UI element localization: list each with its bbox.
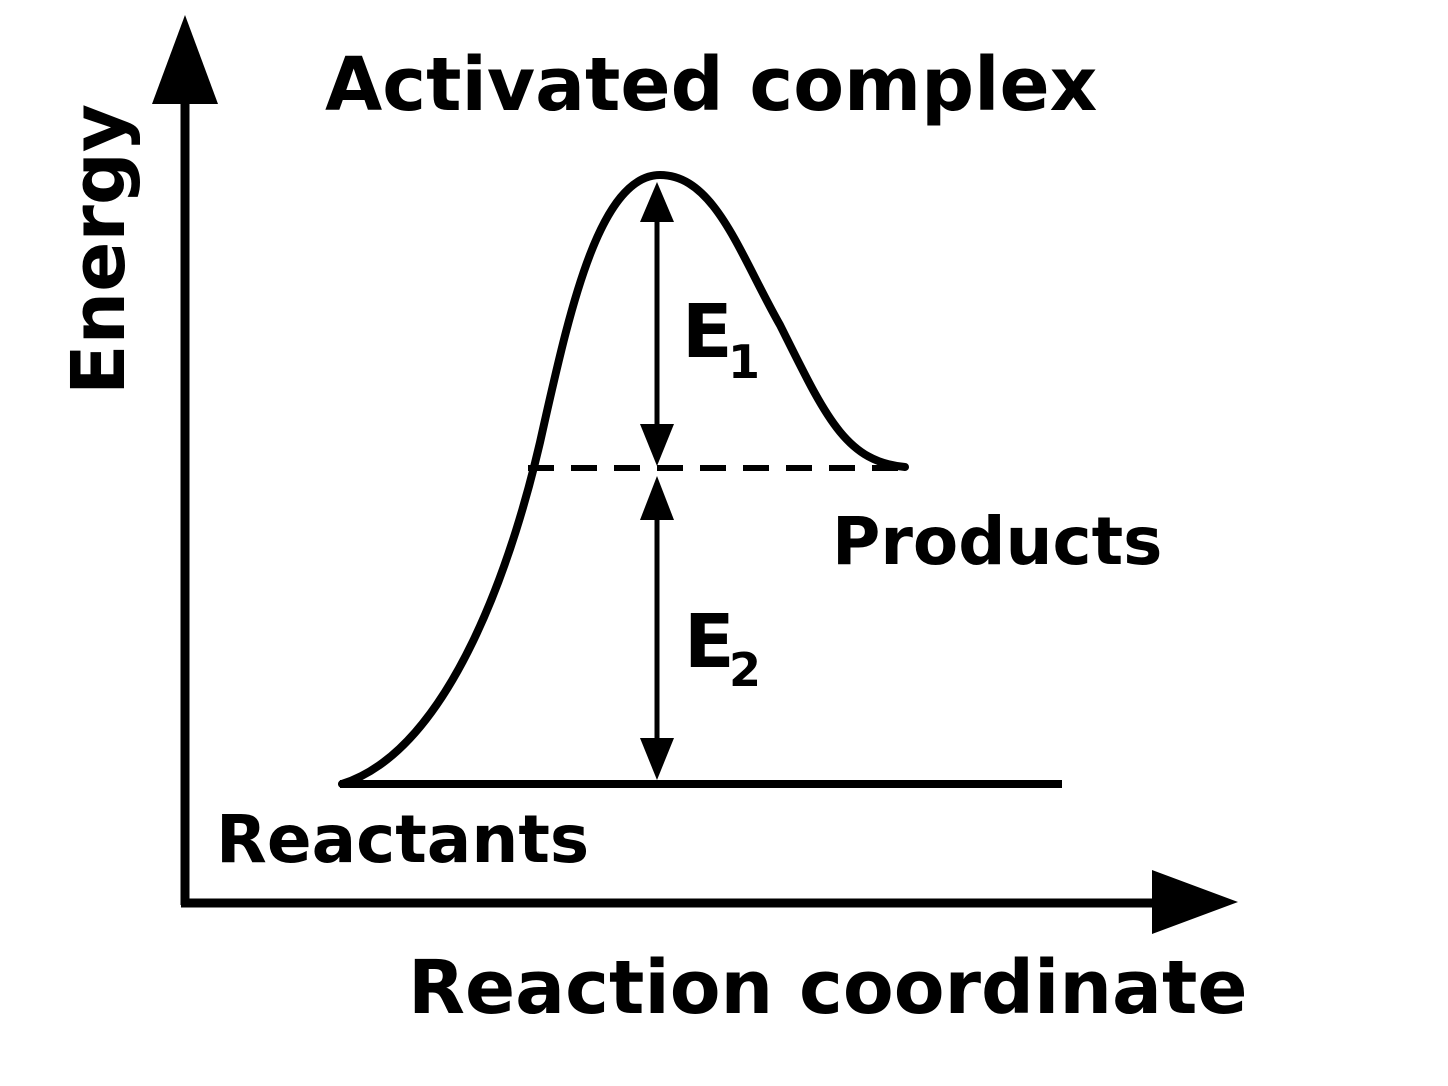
- e1-arrowhead-up: [640, 182, 674, 222]
- e2-label: E 2: [684, 599, 761, 697]
- energy-curve: [338, 170, 909, 788]
- e2-arrowhead-up: [640, 476, 674, 520]
- y-axis-arrowhead: [152, 15, 218, 104]
- e2-subscript: 2: [729, 643, 761, 697]
- e1-arrowhead-down: [640, 424, 674, 466]
- e2-arrowhead-down: [640, 738, 674, 780]
- x-axis-label: Reaction coordinate: [408, 945, 1248, 1031]
- products-label: Products: [832, 503, 1162, 580]
- e1-letter: E: [682, 289, 733, 375]
- y-axis-label: Energy: [56, 104, 142, 395]
- reactants-label: Reactants: [216, 801, 589, 878]
- e2-letter: E: [684, 599, 735, 685]
- title-label: Activated complex: [325, 42, 1097, 128]
- x-axis-arrowhead: [1152, 870, 1238, 934]
- e1-subscript: 1: [728, 335, 760, 389]
- e1-label: E 1: [682, 289, 760, 389]
